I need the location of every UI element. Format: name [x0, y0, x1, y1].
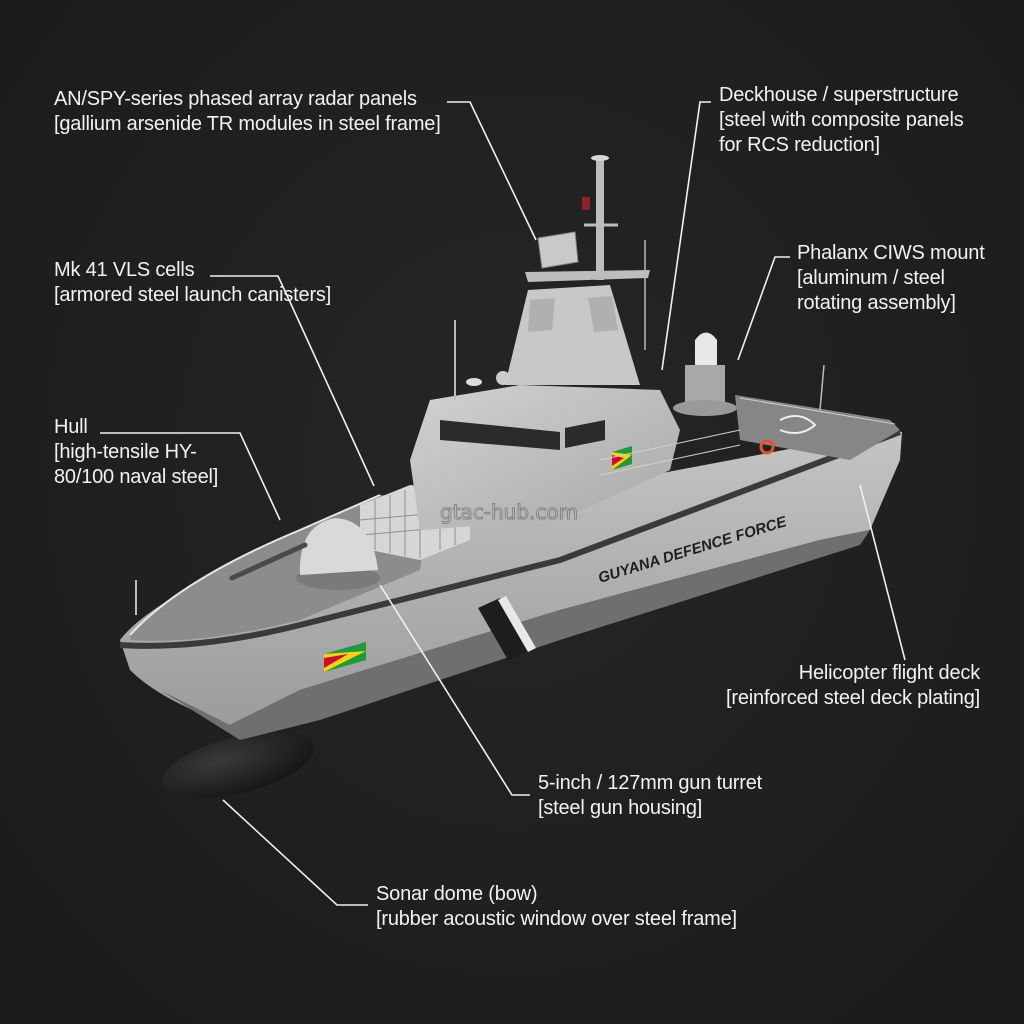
callout-material: [armored steel launch canisters]: [54, 284, 332, 306]
helicopter-flight-deck: [599, 364, 900, 476]
hull: [119, 429, 902, 740]
leader-gun: [379, 584, 530, 796]
leader-deckhouse: [661, 101, 711, 371]
callout-gun: 5-inch / 127mm gun turret [steel gun hou…: [538, 771, 762, 821]
callout-material: [reinforced steel deck plating]: [726, 687, 980, 709]
callout-material-line-2: rotating assembly]: [797, 292, 956, 314]
callout-title: Helicopter flight deck: [798, 662, 980, 684]
sonar-dome: [162, 731, 314, 799]
callout-title: Hull: [54, 416, 88, 438]
callout-material-line-1: [steel with composite panels: [719, 109, 964, 131]
callout-material: [steel gun housing]: [538, 797, 703, 819]
callout-title: Phalanx CIWS mount: [797, 242, 985, 264]
leader-lines: [100, 101, 906, 906]
guyana-flag-hull: [324, 642, 366, 672]
callout-ciws: Phalanx CIWS mount [aluminum / steel rot…: [797, 241, 985, 316]
leader-radar: [447, 101, 537, 241]
gun-turret: [229, 518, 380, 590]
callout-title: Mk 41 VLS cells: [54, 259, 195, 281]
callout-material-line-1: [aluminum / steel: [797, 267, 945, 289]
callout-material: [gallium arsenide TR modules in steel fr…: [54, 113, 441, 135]
leader-vls: [210, 275, 375, 487]
superstructure: [410, 155, 680, 530]
ciws-mount: [673, 332, 737, 416]
callout-material-line-1: [high-tensile HY-: [54, 441, 197, 463]
callout-title: 5-inch / 127mm gun turret: [538, 772, 762, 794]
callout-flight-deck: Helicopter flight deck [reinforced steel…: [726, 661, 980, 711]
callout-deckhouse: Deckhouse / superstructure [steel with c…: [719, 83, 964, 158]
leader-flight-deck: [859, 484, 906, 661]
watermark: gtac-hub.com: [439, 500, 579, 525]
callout-material-line-2: for RCS reduction]: [719, 134, 880, 156]
leader-ciws: [737, 256, 790, 361]
callout-sonar: Sonar dome (bow) [rubber acoustic window…: [376, 882, 737, 932]
callout-vls: Mk 41 VLS cells [armored steel launch ca…: [54, 258, 331, 308]
callout-title: AN/SPY-series phased array radar panels: [54, 88, 417, 110]
callout-title: Sonar dome (bow): [376, 883, 538, 905]
leader-hull: [100, 432, 281, 521]
callout-title: Deckhouse / superstructure: [719, 84, 959, 106]
callout-material: [rubber acoustic window over steel frame…: [376, 908, 737, 930]
callout-hull: Hull [high-tensile HY- 80/100 naval stee…: [54, 415, 218, 490]
callout-material-line-2: 80/100 naval steel]: [54, 466, 219, 488]
leader-sonar: [222, 799, 368, 906]
callout-radar: AN/SPY-series phased array radar panels …: [54, 87, 441, 137]
